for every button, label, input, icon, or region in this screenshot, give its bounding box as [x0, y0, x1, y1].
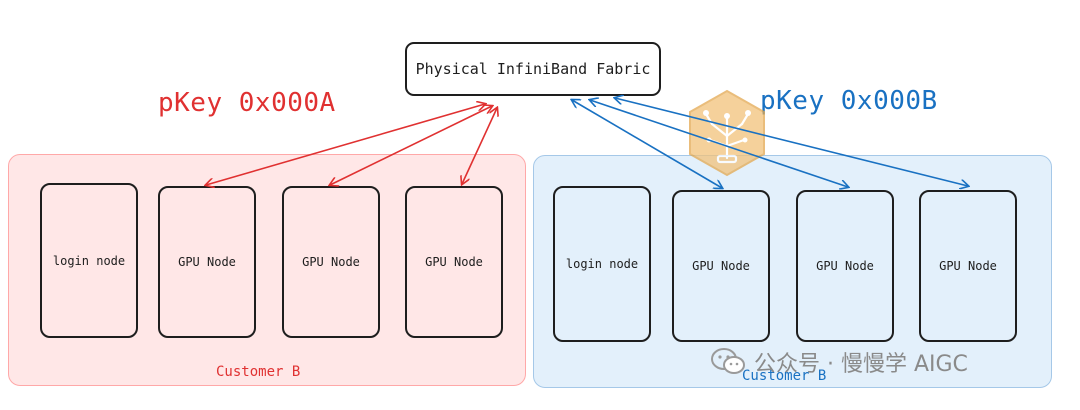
node-label: GPU Node	[302, 255, 360, 269]
partition-b-gpu-node-3: GPU Node	[919, 190, 1017, 342]
partition-b-gpu-node-2: GPU Node	[796, 190, 894, 342]
partition-b-login-node: login node	[553, 186, 651, 342]
infiniband-fabric-box: Physical InfiniBand Fabric	[405, 42, 661, 96]
node-label: GPU Node	[939, 259, 997, 273]
wechat-icon	[711, 348, 745, 374]
partition-b-gpu-node-1: GPU Node	[672, 190, 770, 342]
watermark-text: 公众号 · 慢慢学 AIGC	[754, 352, 968, 377]
node-label: GPU Node	[692, 259, 750, 273]
node-label: GPU Node	[816, 259, 874, 273]
node-label: login node	[565, 257, 639, 271]
arrow-b-gpu-2	[590, 100, 848, 187]
node-label: GPU Node	[178, 255, 236, 269]
arrow-b-gpu-1	[572, 100, 722, 188]
wechat-watermark: 公众号 · 慢慢学 AIGC	[710, 346, 968, 378]
partition-a-gpu-node-3: GPU Node	[405, 186, 503, 338]
node-label: GPU Node	[425, 255, 483, 269]
partition-b-customer-label: Customer B	[742, 368, 827, 384]
fabric-label: Physical InfiniBand Fabric	[415, 60, 651, 78]
partition-a-gpu-node-1: GPU Node	[158, 186, 256, 338]
partition-a-login-node: login node	[40, 183, 138, 338]
arrow-a-gpu-1	[206, 104, 485, 185]
node-label: login node	[52, 253, 126, 268]
partition-a-customer-label: Customer B	[216, 364, 301, 380]
arrow-a-gpu-3	[462, 108, 497, 184]
arrow-b-gpu-3	[615, 98, 968, 186]
partition-a-gpu-node-2: GPU Node	[282, 186, 380, 338]
